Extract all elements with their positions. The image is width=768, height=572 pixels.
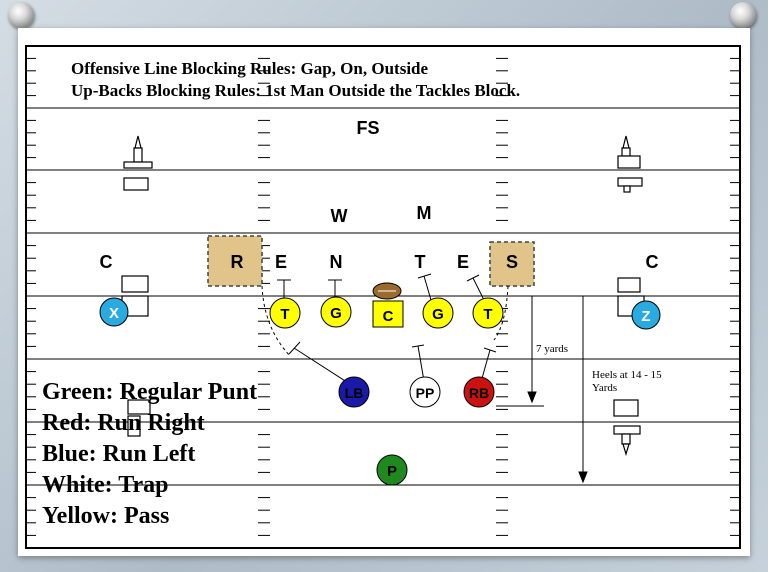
hash-marks (26, 57, 740, 536)
defender-e-right: E (457, 252, 469, 272)
player-pp (409, 376, 441, 408)
yard-lines (26, 107, 740, 486)
player-g-right (422, 297, 454, 329)
pushpin-left-icon (8, 2, 34, 28)
player-pp-label: PP (416, 385, 435, 401)
s-highlight-box (489, 241, 535, 287)
seven-yards-label: 7 yards (536, 343, 568, 355)
stance-symbol-left-low (127, 399, 151, 437)
player-t-left (269, 297, 301, 329)
player-x (99, 297, 129, 327)
stance-symbol-left-mid (121, 275, 149, 317)
stance-symbol-right-low (613, 399, 641, 457)
defender-n: N (330, 252, 343, 272)
defender-c-right: C (646, 252, 659, 272)
player-z (631, 300, 661, 330)
player-rb-label: RB (469, 385, 489, 401)
legend-item: White: Trap (42, 472, 168, 498)
player-t-right-label: T (483, 306, 492, 323)
player-c-label: C (383, 308, 394, 325)
stance-symbol-left-upper (123, 135, 153, 191)
punt-formation-diagram: Offensive Line Blocking Rules: Gap, On, … (25, 45, 741, 549)
player-p-label: P (387, 463, 397, 480)
defender-w: W (331, 206, 348, 226)
defender-e-left: E (275, 252, 287, 272)
player-g-left (320, 296, 352, 328)
defender-m: M (417, 203, 432, 223)
blocking-rules-line-2: Up-Backs Blocking Rules: 1st Man Outside… (71, 81, 520, 100)
stance-symbol-right-upper (617, 135, 643, 193)
distance-markers (496, 296, 588, 484)
heels-label-line-1: Heels at 14 - 15 (592, 369, 662, 381)
player-g-right-label: G (432, 306, 444, 323)
player-rb (463, 376, 495, 408)
slide: Offensive Line Blocking Rules: Gap, On, … (18, 28, 750, 556)
defender-s: S (506, 252, 518, 272)
blocking-rules-line-1: Offensive Line Blocking Rules: Gap, On, … (71, 59, 428, 78)
heels-label-line-2: Yards (592, 382, 617, 394)
player-c (372, 300, 404, 328)
legend-item: Yellow: Pass (42, 503, 169, 529)
legend-item: Green: Regular Punt (42, 379, 257, 405)
defender-c-left: C (100, 252, 113, 272)
player-g-left-label: G (330, 305, 342, 322)
legend-item: Red: Run Right (42, 410, 205, 436)
blocking-lines (261, 273, 509, 387)
stance-symbols (121, 135, 645, 457)
player-x-label: X (109, 305, 119, 322)
pushpin-right-icon (730, 2, 756, 28)
player-lb (338, 376, 370, 408)
player-t-left-label: T (280, 306, 289, 323)
r-highlight-box (207, 235, 263, 287)
player-z-label: Z (641, 308, 650, 325)
defender-r: R (231, 252, 244, 272)
player-p (376, 454, 408, 486)
player-lb-label: LB (345, 385, 364, 401)
defender-fs: FS (356, 118, 379, 138)
player-t-right (472, 297, 504, 329)
defender-t: T (415, 252, 426, 272)
legend-item: Blue: Run Left (42, 441, 195, 467)
